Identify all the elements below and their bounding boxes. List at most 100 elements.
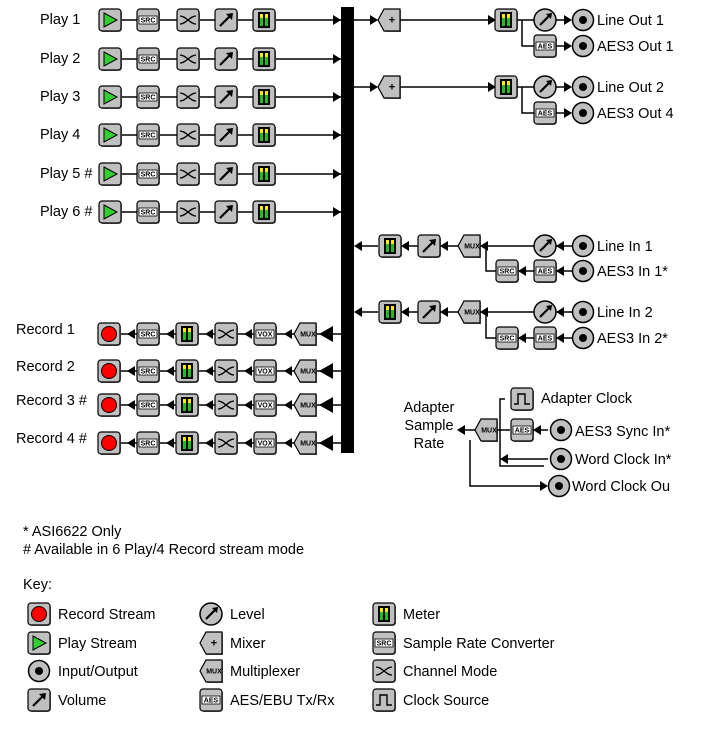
arrow-head xyxy=(556,307,564,317)
play-icon xyxy=(98,200,122,224)
svg-text:SRC: SRC xyxy=(141,440,156,447)
chmode-icon xyxy=(214,359,238,383)
volume-icon xyxy=(214,85,238,109)
key-meter-icon xyxy=(372,602,396,626)
arrow-head xyxy=(166,400,174,410)
meter-icon xyxy=(252,200,276,224)
io-icon xyxy=(549,418,573,442)
arrow-head xyxy=(205,366,213,376)
chmode-icon xyxy=(176,123,200,147)
footnote: * ASI6622 Only xyxy=(23,524,122,540)
meter-icon xyxy=(175,393,199,417)
mixer-icon: + xyxy=(377,8,401,32)
record-icon xyxy=(97,393,121,417)
arrow-head xyxy=(401,241,409,251)
volume-icon xyxy=(214,8,238,32)
mux-icon: MUX xyxy=(457,300,481,324)
play-label: Play 3 xyxy=(40,89,80,105)
arrow-head xyxy=(333,92,341,102)
play-icon xyxy=(98,123,122,147)
meter-icon xyxy=(494,75,518,99)
bus-arrow-head xyxy=(319,363,333,379)
arrow-head xyxy=(564,82,572,92)
record-icon xyxy=(97,322,121,346)
arrow-head xyxy=(244,400,252,410)
arrow-head xyxy=(556,241,564,251)
chmode-icon xyxy=(176,200,200,224)
connector-line xyxy=(521,87,534,114)
arrow-head xyxy=(440,241,448,251)
input-label: AES3 In 2* xyxy=(597,331,668,347)
clock-label: Adapter Clock xyxy=(541,391,633,407)
arrow-head xyxy=(333,130,341,140)
arrow-head xyxy=(488,82,496,92)
clock-label: AES3 Sync In* xyxy=(575,424,670,440)
svg-text:AES: AES xyxy=(538,43,553,50)
mux-icon: MUX xyxy=(293,359,317,383)
connector-line xyxy=(499,398,544,467)
svg-text:SRC: SRC xyxy=(141,94,156,101)
meter-icon xyxy=(378,234,402,258)
key-title: Key: xyxy=(23,577,52,593)
output-label: AES3 Out 1 xyxy=(597,39,674,55)
chmode-icon xyxy=(176,85,200,109)
connector-line xyxy=(521,20,534,47)
key-play-stream-icon xyxy=(27,631,51,655)
src-icon: SRC xyxy=(136,200,160,224)
src-icon: SRC xyxy=(136,431,160,455)
arrow-head xyxy=(518,333,526,343)
mux-icon: MUX xyxy=(293,431,317,455)
arrow-head xyxy=(556,266,564,276)
svg-text:SRC: SRC xyxy=(141,331,156,338)
connector-line xyxy=(485,246,496,272)
svg-text:SRC: SRC xyxy=(141,132,156,139)
svg-text:VOX: VOX xyxy=(258,440,273,447)
key-sample-rate-converter-icon: SRC xyxy=(372,631,396,655)
arrow-head xyxy=(127,438,135,448)
level-icon xyxy=(533,8,557,32)
io-icon xyxy=(571,300,595,324)
key-clock-source-icon xyxy=(372,688,396,712)
sample-rate-label: Rate xyxy=(414,436,445,452)
sample-rate-label: Sample xyxy=(404,418,453,434)
play-icon xyxy=(98,162,122,186)
key-label: Volume xyxy=(58,693,106,709)
svg-text:SRC: SRC xyxy=(141,56,156,63)
key-label: AES/EBU Tx/Rx xyxy=(230,693,335,709)
arrow-head xyxy=(540,481,548,491)
arrow-head xyxy=(333,54,341,64)
arrow-head xyxy=(127,329,135,339)
meter-icon xyxy=(252,8,276,32)
key-label: Input/Output xyxy=(58,664,138,680)
svg-text:AES: AES xyxy=(538,335,553,342)
arrow-head xyxy=(284,329,292,339)
record-label: Record 2 xyxy=(16,359,75,375)
svg-text:MUX: MUX xyxy=(481,427,497,434)
aes-icon: AES xyxy=(510,418,534,442)
arrow-head xyxy=(564,41,572,51)
svg-text:MUX: MUX xyxy=(300,331,316,338)
connector-line xyxy=(469,440,546,487)
arrow-head xyxy=(457,425,465,435)
record-icon xyxy=(97,359,121,383)
arrow-head xyxy=(244,438,252,448)
arrow-head xyxy=(440,307,448,317)
volume-icon xyxy=(214,123,238,147)
input-label: Line In 1 xyxy=(597,239,653,255)
output-label: Line Out 1 xyxy=(597,13,664,29)
io-icon xyxy=(571,234,595,258)
io-icon xyxy=(571,101,595,125)
aes-icon: AES xyxy=(533,34,557,58)
io-icon xyxy=(571,326,595,350)
volume-icon xyxy=(214,47,238,71)
sample-rate-label: Adapter xyxy=(404,400,455,416)
svg-text:AES: AES xyxy=(538,268,553,275)
play-label: Play 2 xyxy=(40,51,80,67)
meter-icon xyxy=(175,322,199,346)
svg-text:VOX: VOX xyxy=(258,402,273,409)
svg-text:AES: AES xyxy=(515,427,530,434)
arrow-head xyxy=(370,15,378,25)
level-icon xyxy=(533,75,557,99)
arrow-head xyxy=(564,15,572,25)
volume-icon xyxy=(214,200,238,224)
